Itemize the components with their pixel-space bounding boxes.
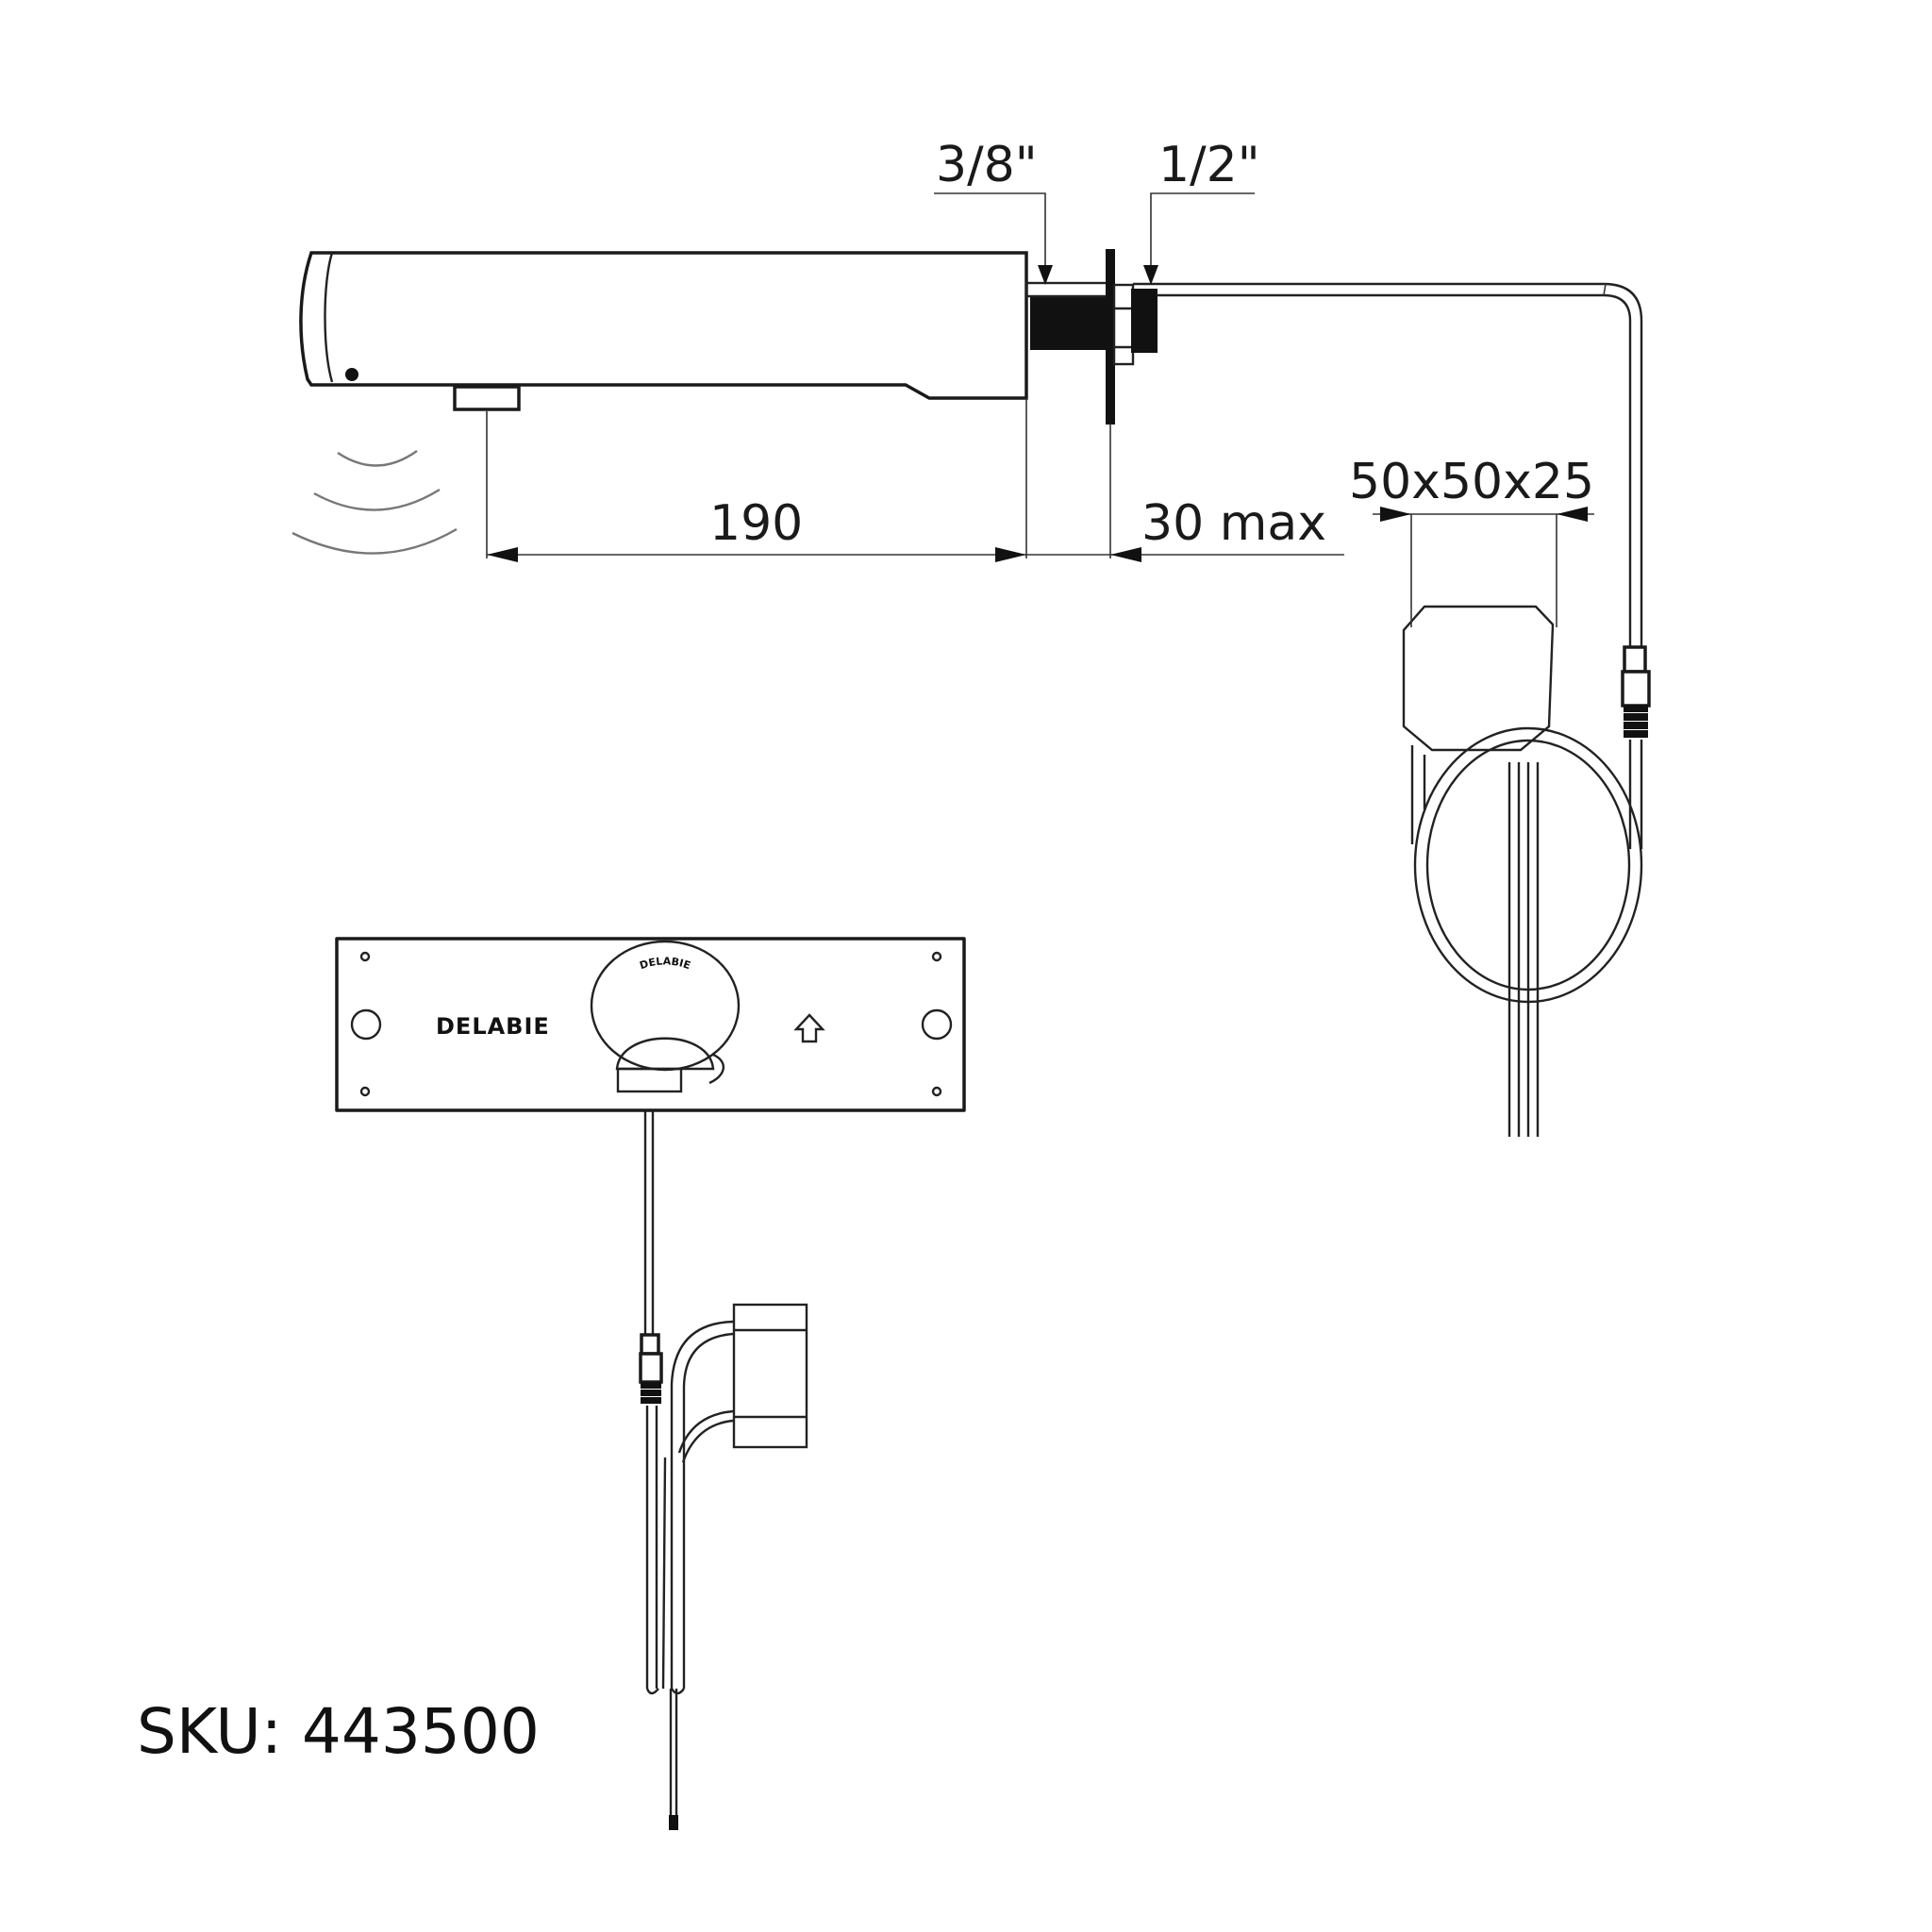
dim-supply-thread: 1/2" — [1158, 137, 1260, 193]
dim-inlet-thread: 3/8" — [936, 137, 1038, 193]
dim-wall-thickness: 30 max — [1141, 495, 1326, 552]
supply-thread-block — [1131, 289, 1158, 353]
mounting-hole-right — [921, 1008, 953, 1041]
spout-outlet — [453, 385, 521, 411]
wall-plate — [335, 937, 966, 1112]
cable-connector — [1621, 645, 1651, 738]
spout-front-cap — [324, 252, 334, 383]
dimension-lines: 3/8" 1/2" 190 30 max 50x50x25 — [486, 137, 1594, 627]
sensor-eye-icon — [345, 368, 358, 381]
sensor-brand: DELABIE — [638, 955, 691, 972]
mounting-hole-left — [350, 1008, 382, 1041]
inlet-thread-block — [1030, 297, 1108, 350]
wall-plate-front-view: DELABIE DELABIE — [335, 937, 966, 1112]
up-arrow-icon — [793, 1013, 825, 1043]
junction-box — [1402, 605, 1555, 752]
wall-plate-brand: DELABIE — [436, 1013, 550, 1040]
spout-body — [299, 251, 1028, 400]
spout-side-view — [291, 249, 1651, 1137]
sensor-waves-icon — [291, 450, 458, 555]
sku-label: SKU: 443500 — [137, 1695, 540, 1768]
power-supply-box — [732, 1303, 808, 1449]
dim-spout-projection: 190 — [709, 495, 803, 552]
dim-junction-box: 50x50x25 — [1349, 454, 1594, 510]
wall-plate-cable — [639, 1110, 808, 1830]
sensor-lens — [616, 1067, 683, 1093]
